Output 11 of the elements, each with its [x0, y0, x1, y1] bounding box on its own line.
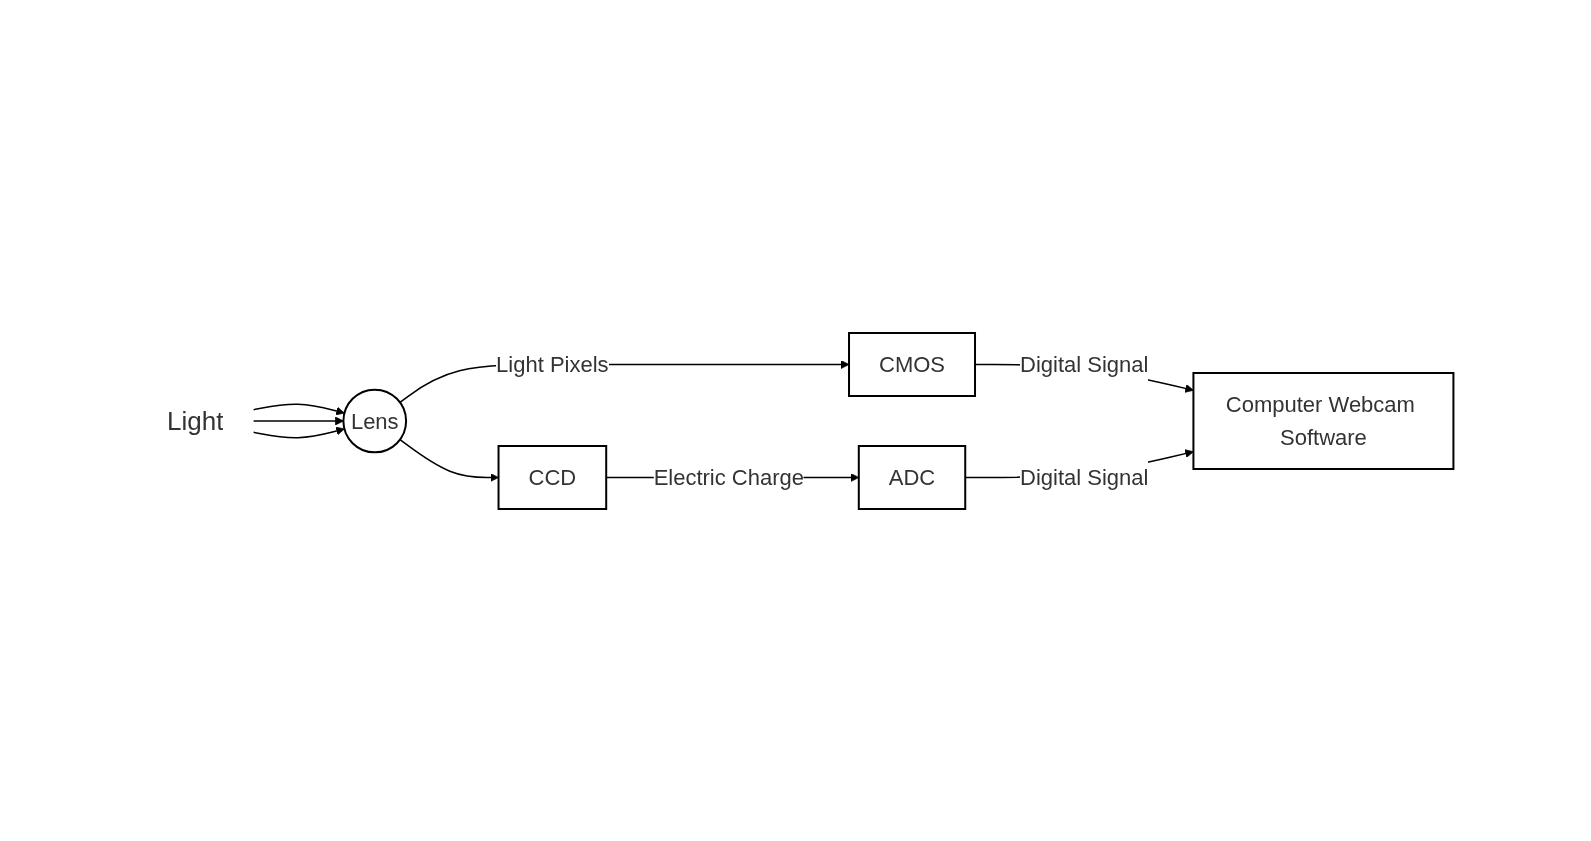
node-text: Light: [167, 405, 224, 435]
edge-label: Electric Charge: [653, 464, 805, 490]
edge-label: Light Pixels: [496, 351, 609, 377]
node-box: Computer Webcam Software: [1192, 371, 1455, 470]
arrow: [252, 426, 346, 438]
node-box: CMOS: [848, 331, 977, 397]
node-box: CCD: [497, 444, 608, 510]
node-circle: Lens: [342, 388, 408, 453]
edge-label: Digital Signal: [1020, 351, 1149, 377]
edge-label: Digital Signal: [1020, 464, 1149, 490]
node-box: ADC: [858, 444, 967, 510]
